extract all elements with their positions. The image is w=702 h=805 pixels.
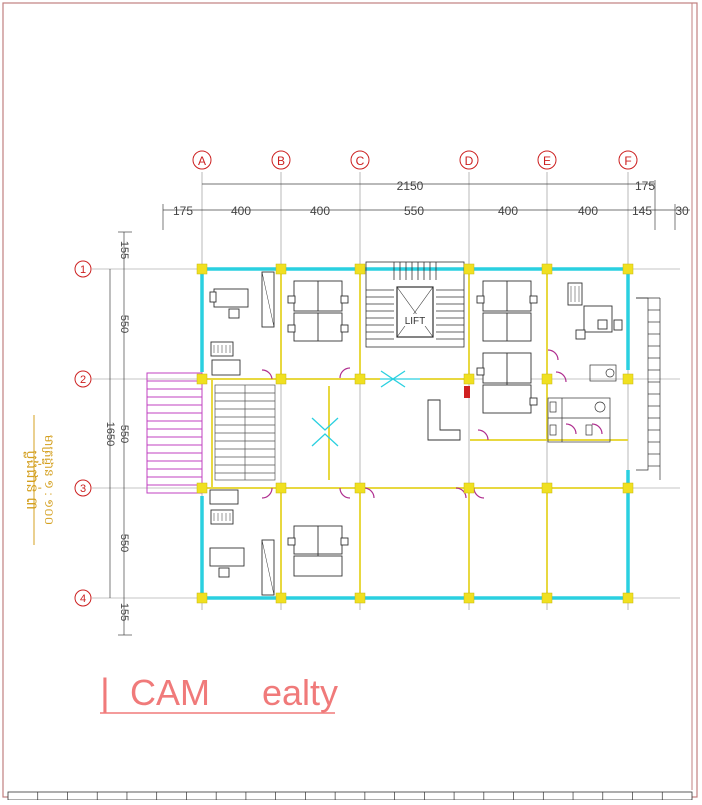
grid-label-col-d: D: [465, 154, 474, 168]
toilet-block: [547, 364, 617, 443]
chair-1: [228, 308, 240, 319]
door-swings: [261, 349, 603, 499]
logo-mark: |: [100, 672, 110, 714]
dim-top-seg-7: 145: [632, 204, 652, 218]
drawing-scale: មាត្រដ្ឋាន ១ : ១០០: [42, 435, 56, 525]
left-dimension-lines: [109, 231, 132, 636]
column-bubbles: [192, 150, 638, 170]
lift-label: LIFT: [405, 316, 426, 327]
dim-top-seg-3: 400: [310, 204, 330, 218]
exterior-stair-left: [146, 372, 203, 494]
lift-car: [396, 286, 434, 338]
central-stair: [365, 261, 465, 348]
drawing-title: ប្លង់ជាន់ ៣: [23, 450, 42, 510]
dim-top-seg-8: 30: [675, 204, 689, 218]
exterior-stair-right: [636, 297, 661, 480]
dim-top-seg-1: 175: [173, 204, 193, 218]
title-block: [7, 791, 693, 801]
grid-label-row-3: 3: [80, 483, 86, 495]
dim-right-extra: 175: [635, 179, 655, 193]
grid-label-col-b: B: [277, 154, 285, 168]
interior-stair-left: [214, 384, 276, 481]
glass-doors: [311, 370, 420, 447]
grid-label-col-e: E: [543, 154, 551, 168]
dim-top-seg-2: 400: [231, 204, 251, 218]
dim-top-seg-5: 400: [498, 204, 518, 218]
grid-label-row-4: 4: [80, 593, 86, 605]
row-bubbles: [74, 260, 92, 607]
grid-label-row-1: 1: [80, 264, 86, 276]
shelf-hatching: [213, 286, 580, 521]
grid-label-col-c: C: [356, 154, 365, 168]
dim-top-seg-4: 550: [404, 204, 424, 218]
interior-walls: [202, 269, 628, 598]
dim-left-seg-3: 550: [118, 425, 130, 443]
desk-1: [213, 288, 249, 308]
grid-label-row-2: 2: [80, 374, 86, 386]
grid-label-col-f: F: [624, 154, 631, 168]
structural-columns: [196, 263, 634, 604]
dim-left-seg-2: 550: [118, 315, 130, 333]
logo-word-ealty: ealty: [262, 672, 338, 713]
dim-left-overall: 1650: [104, 422, 116, 446]
grid-lines: [92, 172, 680, 610]
dim-left-seg-4: 550: [118, 534, 130, 552]
camrealty-logo: | CAM ealty: [100, 672, 338, 714]
dim-left-seg-1: 155: [118, 241, 130, 259]
logo-word-cam: CAM: [130, 672, 210, 713]
dim-left-seg-5: 155: [118, 603, 130, 621]
top-dimension-lines: [162, 180, 690, 230]
grid-label-col-a: A: [198, 154, 206, 168]
reception-desk: [427, 399, 461, 441]
office-furniture: [209, 271, 623, 596]
dim-top-seg-6: 400: [578, 204, 598, 218]
dim-overall-top: 2150: [397, 179, 424, 193]
fire-extinguisher-icon: [464, 386, 470, 398]
